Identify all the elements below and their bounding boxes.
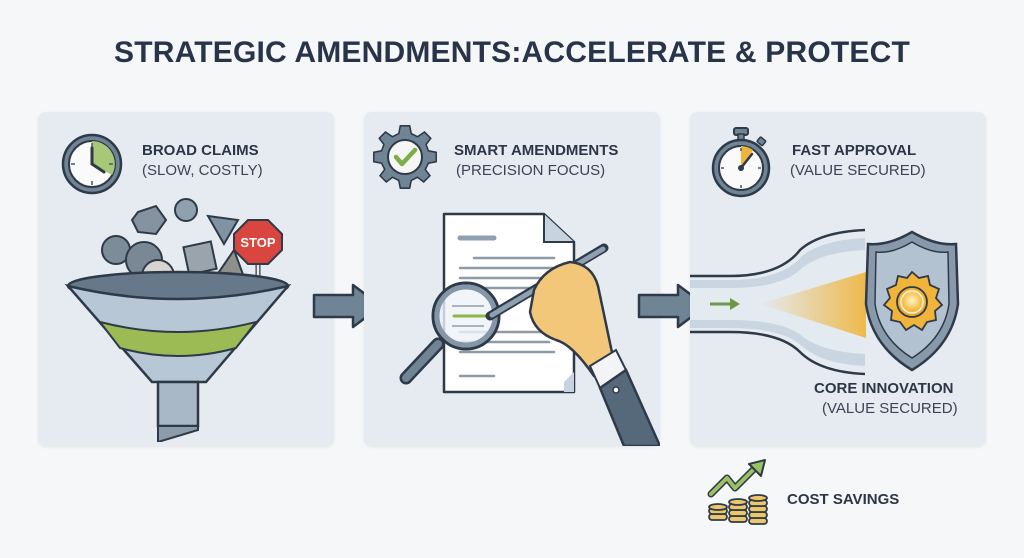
panel-fast-approval: FAST APPROVAL (VALUE SECURED) — [690, 112, 986, 446]
panel-title: BROAD CLAIMS — [142, 142, 259, 159]
pipe-shield-illustration — [690, 228, 960, 376]
panel-subtitle: (PRECISION FOCUS) — [456, 162, 606, 179]
page-title: STRATEGIC AMENDMENTS:ACCELERATE & PROTEC… — [114, 36, 910, 69]
clock-icon — [61, 133, 123, 195]
core-innovation-subtitle: (VALUE SECURED) — [822, 400, 958, 417]
panel-title: FAST APPROVAL — [792, 142, 917, 159]
core-innovation-title: CORE INNOVATION — [814, 380, 954, 397]
panel-broad-claims: BROAD CLAIMS (SLOW, COSTLY) STOP — [38, 112, 334, 446]
panel-smart-amendments: SMART AMENDMENTS (PRECISION FOCUS) — [364, 112, 660, 446]
panel-title: SMART AMENDMENTS — [454, 142, 619, 159]
panel-subtitle: (VALUE SECURED) — [790, 162, 926, 179]
panel-subtitle: (SLOW, COSTLY) — [142, 162, 263, 179]
funnel-illustration: STOP — [64, 198, 292, 442]
cost-savings-label: COST SAVINGS — [787, 491, 900, 508]
svg-text:STOP: STOP — [240, 235, 275, 250]
coins-growth-icon — [707, 459, 768, 525]
gear-check-icon — [373, 125, 437, 189]
document-magnifier-illustration — [399, 212, 660, 446]
stopwatch-icon — [711, 127, 771, 198]
